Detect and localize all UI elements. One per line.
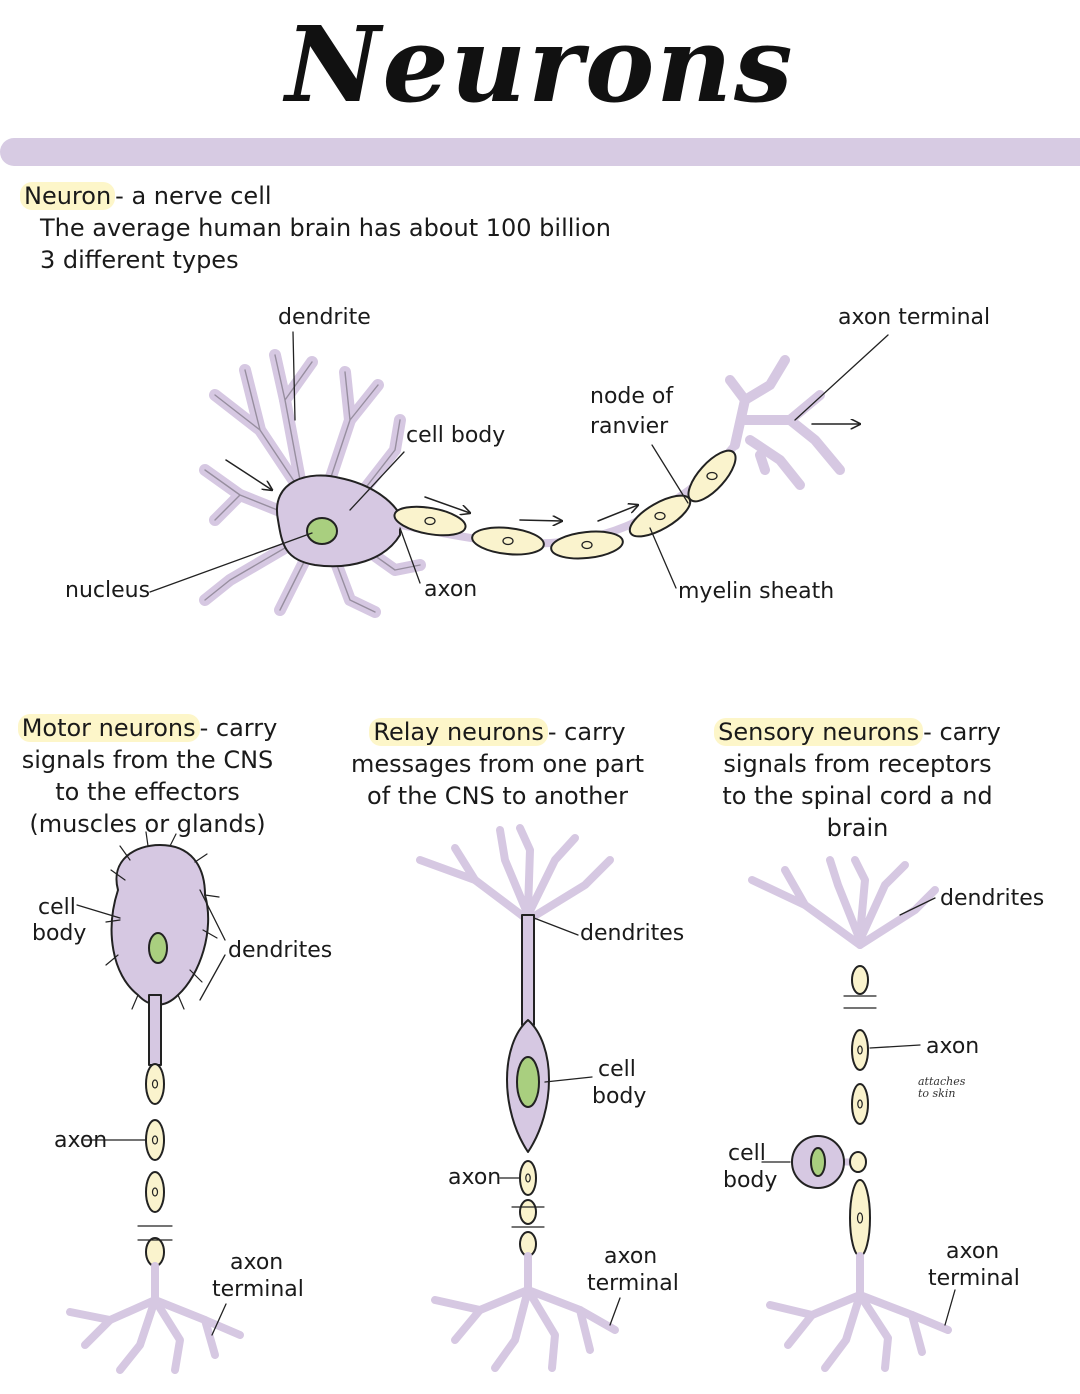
- sensory-desc-line-3: to the spinal cord a nd: [722, 782, 993, 810]
- motor-nucleus: [148, 932, 168, 964]
- sensory-axon-terminal: [766, 1252, 952, 1372]
- relay-axon-terminal: [431, 1252, 619, 1372]
- sensory-label-body: body: [723, 1168, 778, 1193]
- relay-label-axon-terminal-1: axon: [604, 1244, 658, 1269]
- label-node-of-ranvier-1: node of: [590, 384, 674, 409]
- relay-desc-line-2: messages from one part: [351, 750, 644, 778]
- neuron-definition: Neuron- a nerve cell: [20, 180, 611, 212]
- intro-text: Neuron- a nerve cell The average human b…: [20, 180, 611, 276]
- intro-line-brain-count: The average human brain has about 100 bi…: [40, 214, 611, 242]
- label-node-of-ranvier-2: ranvier: [590, 414, 669, 439]
- motor-cell-body: [110, 844, 210, 1006]
- main-myelin-sheath: [393, 449, 737, 560]
- motor-label-dendrites: dendrites: [228, 938, 333, 963]
- relay-myelin-sheath: [519, 1160, 537, 1257]
- relay-neurons-term: Relay neurons: [369, 718, 548, 746]
- sensory-desc-line-4: brain: [826, 814, 889, 842]
- label-myelin-sheath: myelin sheath: [678, 579, 835, 604]
- label-nucleus: nucleus: [65, 578, 151, 603]
- sensory-dendrites: [748, 856, 939, 949]
- main-dendrite-outlines: [204, 354, 421, 613]
- relay-label-axon-terminal-2: terminal: [587, 1271, 679, 1296]
- relay-nucleus: [516, 1056, 540, 1108]
- sensory-label-dendrites: dendrites: [940, 886, 1045, 911]
- relay-label-dendrites: dendrites: [580, 921, 685, 946]
- motor-axon-terminal: [66, 1262, 244, 1374]
- main-dendrites: [199, 349, 426, 618]
- motor-label-axon-terminal-1: axon: [230, 1250, 284, 1275]
- sensory-nucleus: [810, 1147, 826, 1177]
- sensory-neuron: [748, 856, 956, 1372]
- relay-label-axon: axon: [448, 1165, 502, 1190]
- main-neuron: [149, 331, 889, 618]
- sensory-label-cell: cell: [728, 1141, 766, 1166]
- intro-line-types: 3 different types: [40, 246, 239, 274]
- motor-neurons-term: Motor neurons: [17, 714, 200, 742]
- label-dendrite: dendrite: [278, 305, 371, 330]
- relay-label-body: body: [592, 1084, 647, 1109]
- neuron-term: Neuron: [20, 182, 116, 210]
- relay-neurons-description: Relay neurons- carry messages from one p…: [345, 716, 650, 812]
- label-cell-body: cell body: [406, 423, 506, 448]
- relay-desc-line-3: of the CNS to another: [367, 782, 628, 810]
- relay-neuron: [416, 824, 621, 1372]
- sensory-desc-line-1: - carry: [923, 718, 1001, 746]
- relay-desc-line-1: - carry: [547, 718, 626, 746]
- motor-label-axon-terminal-2: terminal: [212, 1277, 304, 1302]
- motor-myelin-sheath: [145, 1063, 165, 1267]
- motor-neuron: [66, 831, 244, 1374]
- motor-label-body: body: [32, 921, 87, 946]
- sensory-label-axon-terminal-2: terminal: [928, 1266, 1020, 1291]
- page-title: Neurons: [285, 3, 795, 126]
- sensory-label-axon-terminal-1: axon: [946, 1239, 1000, 1264]
- relay-dendrites: [416, 824, 614, 924]
- motor-desc-line-1: - carry: [199, 714, 278, 742]
- label-axon: axon: [424, 577, 478, 602]
- motor-desc-line-3: to the effectors: [55, 778, 240, 806]
- sensory-neurons-description: Sensory neurons- carry signals from rece…: [705, 716, 1010, 844]
- main-nucleus: [306, 517, 338, 545]
- neuron-definition-text: - a nerve cell: [115, 182, 272, 210]
- motor-label-axon: axon: [54, 1128, 108, 1153]
- sensory-desc-line-2: signals from receptors: [723, 750, 992, 778]
- relay-label-cell: cell: [598, 1057, 636, 1082]
- motor-desc-line-4: (muscles or glands): [29, 810, 266, 838]
- motor-desc-line-2: signals from the CNS: [21, 746, 274, 774]
- sensory-myelin-sheath: [849, 965, 871, 1257]
- main-axon-terminal: [725, 355, 845, 490]
- sensory-neurons-term: Sensory neurons: [714, 718, 924, 746]
- main-cell-body: [275, 474, 401, 568]
- title-underline-band: [0, 138, 1080, 166]
- sensory-handwritten-note: attaches to skin: [918, 1075, 966, 1100]
- label-axon-terminal: axon terminal: [838, 305, 991, 330]
- motor-label-cell: cell: [38, 895, 76, 920]
- sensory-label-axon: axon: [926, 1034, 980, 1059]
- motor-neurons-description: Motor neurons- carry signals from the CN…: [15, 712, 280, 840]
